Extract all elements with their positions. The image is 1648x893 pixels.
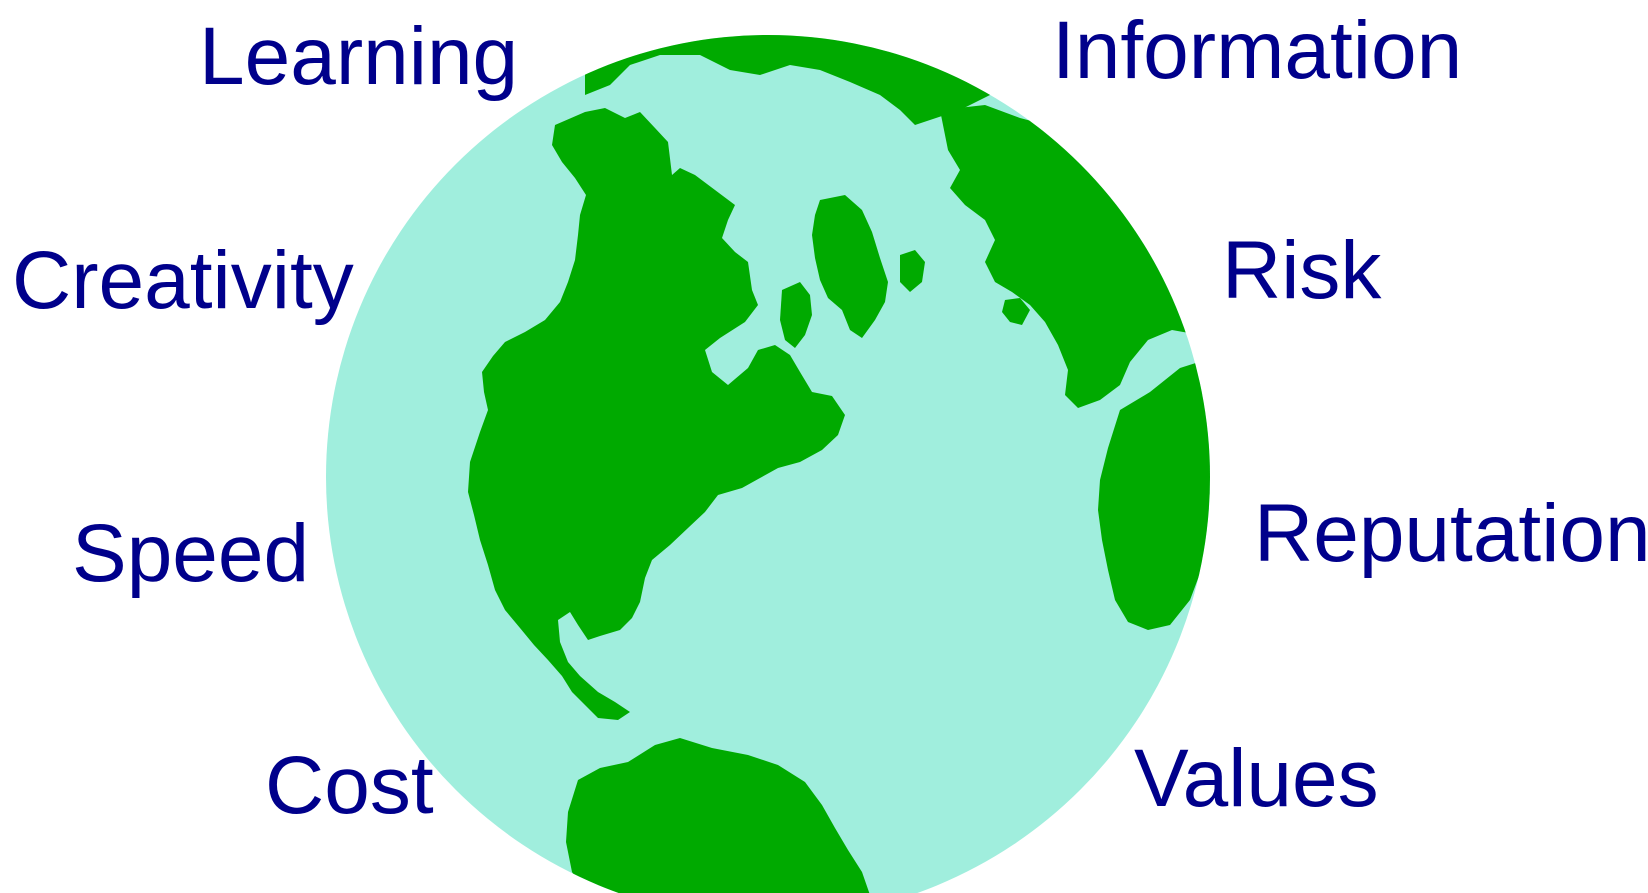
eurasia-landmass xyxy=(940,105,1210,408)
south-america-landmass xyxy=(566,738,870,893)
label-learning: Learning xyxy=(199,11,519,102)
africa-landmass xyxy=(1098,360,1210,630)
label-speed: Speed xyxy=(72,508,310,599)
label-cost: Cost xyxy=(265,740,434,831)
label-values: Values xyxy=(1134,733,1379,824)
label-creativity: Creativity xyxy=(12,235,354,326)
north-america-landmass xyxy=(468,108,845,720)
greenland-landmass xyxy=(812,195,888,338)
label-risk: Risk xyxy=(1222,225,1382,316)
label-reputation: Reputation xyxy=(1254,488,1648,579)
british-isles-landmass xyxy=(1002,298,1030,325)
arctic-island-landmass xyxy=(780,282,812,348)
label-information: Information xyxy=(1052,5,1463,96)
arctic-island-small-landmass xyxy=(900,250,925,292)
